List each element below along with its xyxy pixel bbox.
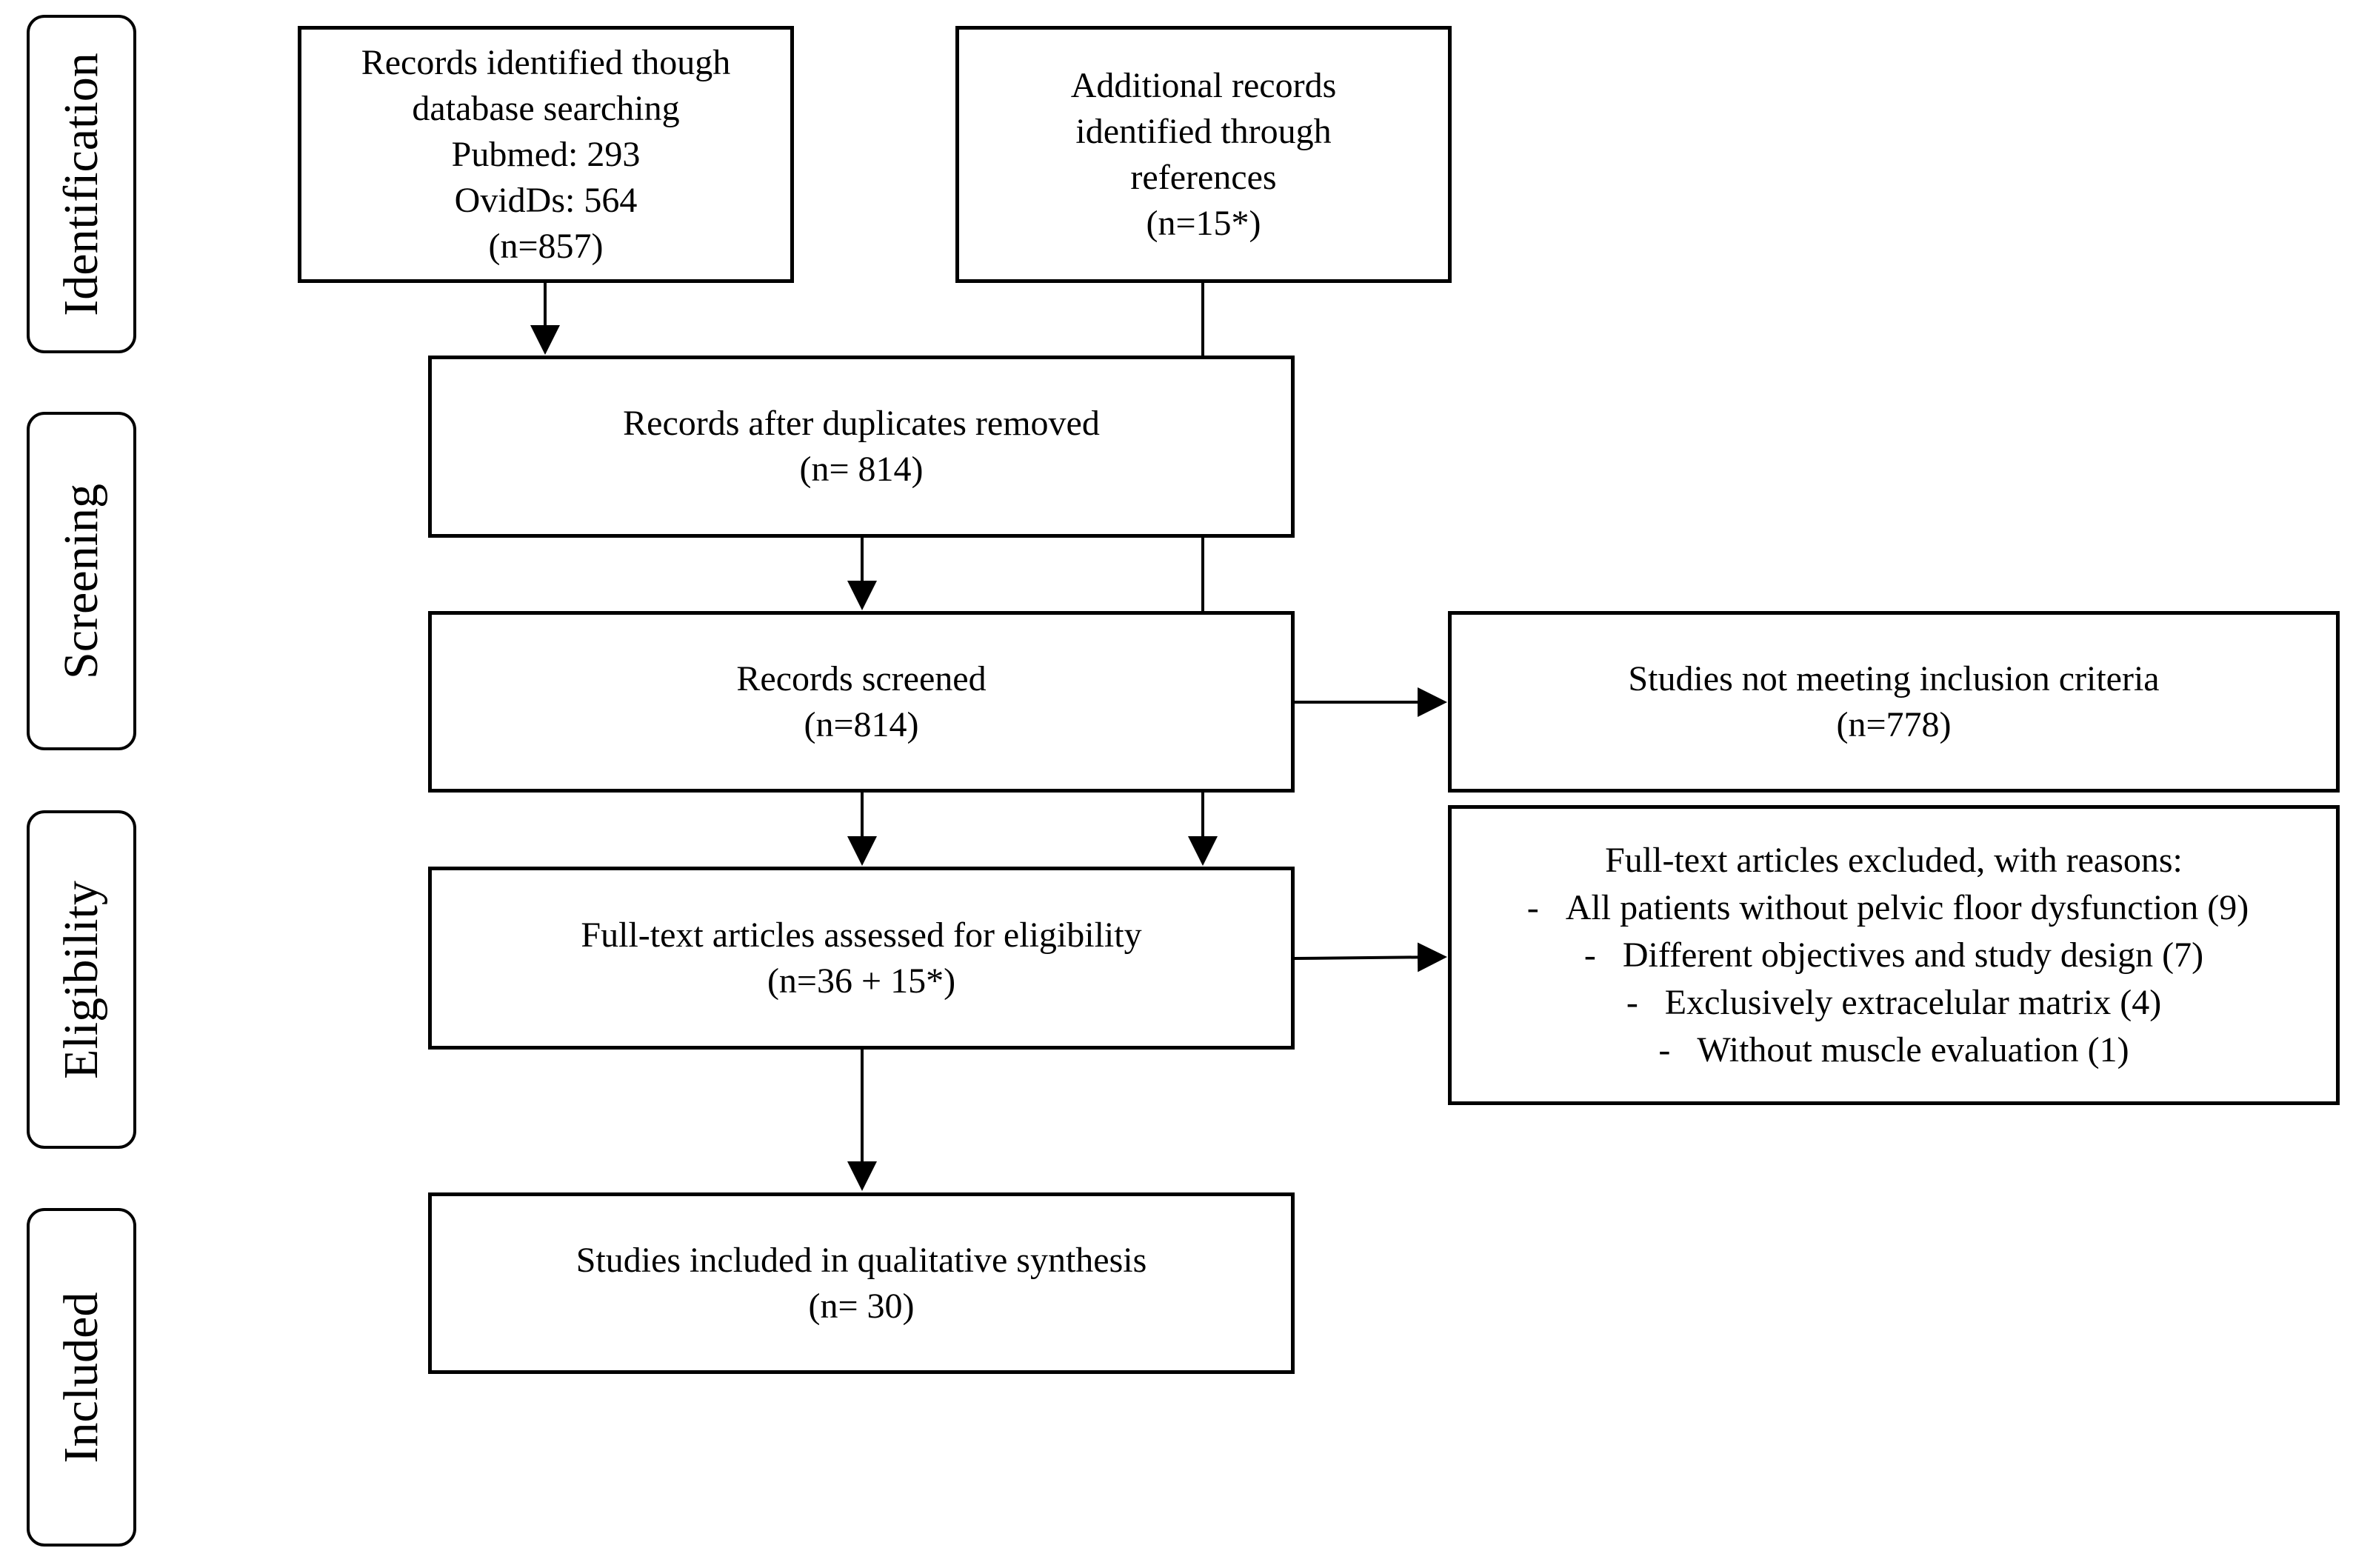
box-duplicates-removed: Records after duplicates removed (n= 814… bbox=[428, 356, 1295, 538]
database-search-count: (n=857) bbox=[488, 226, 604, 266]
exclusion-reason: -Without muscle evaluation (1) bbox=[1658, 1027, 2129, 1074]
additional-records-count: (n=15*) bbox=[1146, 203, 1261, 243]
exclusion-reason-text: Exclusively extracelular matrix (4) bbox=[1664, 982, 2162, 1022]
included-studies-label: Studies included in qualitative synthesi… bbox=[575, 1240, 1147, 1280]
duplicates-removed-label: Records after duplicates removed bbox=[623, 404, 1100, 443]
records-screened-label: Records screened bbox=[736, 658, 987, 698]
database-search-line-1: Records identified though bbox=[361, 42, 731, 82]
box-records-screened: Records screened (n=814) bbox=[428, 611, 1295, 793]
additional-records-line-1: Additional records bbox=[1070, 65, 1337, 105]
included-studies-count: (n= 30) bbox=[808, 1286, 915, 1326]
box-fulltext-excluded: Full-text articles excluded, with reason… bbox=[1448, 805, 2340, 1105]
database-search-line-4: OvidDs: 564 bbox=[454, 180, 638, 220]
box-included-studies: Studies included in qualitative synthesi… bbox=[428, 1192, 1295, 1374]
additional-records-line-2: identified through bbox=[1075, 111, 1332, 151]
not-meeting-criteria-label: Studies not meeting inclusion criteria bbox=[1628, 658, 2160, 698]
bullet-dash: - bbox=[1526, 887, 1539, 927]
records-screened-count: (n=814) bbox=[804, 704, 919, 744]
bullet-dash: - bbox=[1658, 1030, 1671, 1070]
exclusion-reason: -Different objectives and study design (… bbox=[1584, 932, 2203, 979]
database-search-line-3: Pubmed: 293 bbox=[451, 134, 641, 174]
fulltext-assessed-label: Full-text articles assessed for eligibil… bbox=[581, 915, 1142, 955]
fulltext-excluded-title: Full-text articles excluded, with reason… bbox=[1605, 840, 2183, 880]
phase-screening: Screening bbox=[27, 412, 136, 750]
phase-eligibility-label: Eligibility bbox=[54, 880, 108, 1079]
phase-identification-label: Identification bbox=[54, 52, 108, 316]
bullet-dash: - bbox=[1626, 982, 1638, 1022]
duplicates-removed-count: (n= 814) bbox=[799, 450, 924, 489]
exclusion-reason: -Exclusively extracelular matrix (4) bbox=[1626, 979, 2161, 1027]
arrow-fulltext-to-reasons bbox=[1294, 942, 1447, 973]
fulltext-assessed-count: (n=36 + 15*) bbox=[767, 961, 956, 1001]
additional-records-line-3: references bbox=[1130, 157, 1277, 197]
phase-included: Included bbox=[27, 1208, 136, 1547]
phase-included-label: Included bbox=[54, 1292, 108, 1463]
exclusion-reason: -All patients without pelvic floor dysfu… bbox=[1527, 884, 2249, 932]
exclusion-reason-text: Different objectives and study design (7… bbox=[1622, 935, 2204, 975]
bullet-dash: - bbox=[1583, 935, 1596, 975]
database-search-line-2: database searching bbox=[412, 88, 680, 128]
box-additional-records: Additional records identified through re… bbox=[955, 26, 1452, 283]
box-not-meeting-criteria: Studies not meeting inclusion criteria (… bbox=[1448, 611, 2340, 793]
exclusion-reason-text: All patients without pelvic floor dysfun… bbox=[1565, 887, 2249, 927]
box-database-search: Records identified though database searc… bbox=[298, 26, 794, 283]
phase-eligibility: Eligibility bbox=[27, 810, 136, 1149]
exclusion-reason-text: Without muscle evaluation (1) bbox=[1697, 1030, 2129, 1070]
phase-identification: Identification bbox=[27, 15, 136, 353]
box-fulltext-assessed: Full-text articles assessed for eligibil… bbox=[428, 867, 1295, 1050]
not-meeting-criteria-count: (n=778) bbox=[1836, 704, 1952, 744]
phase-screening-label: Screening bbox=[54, 483, 108, 679]
